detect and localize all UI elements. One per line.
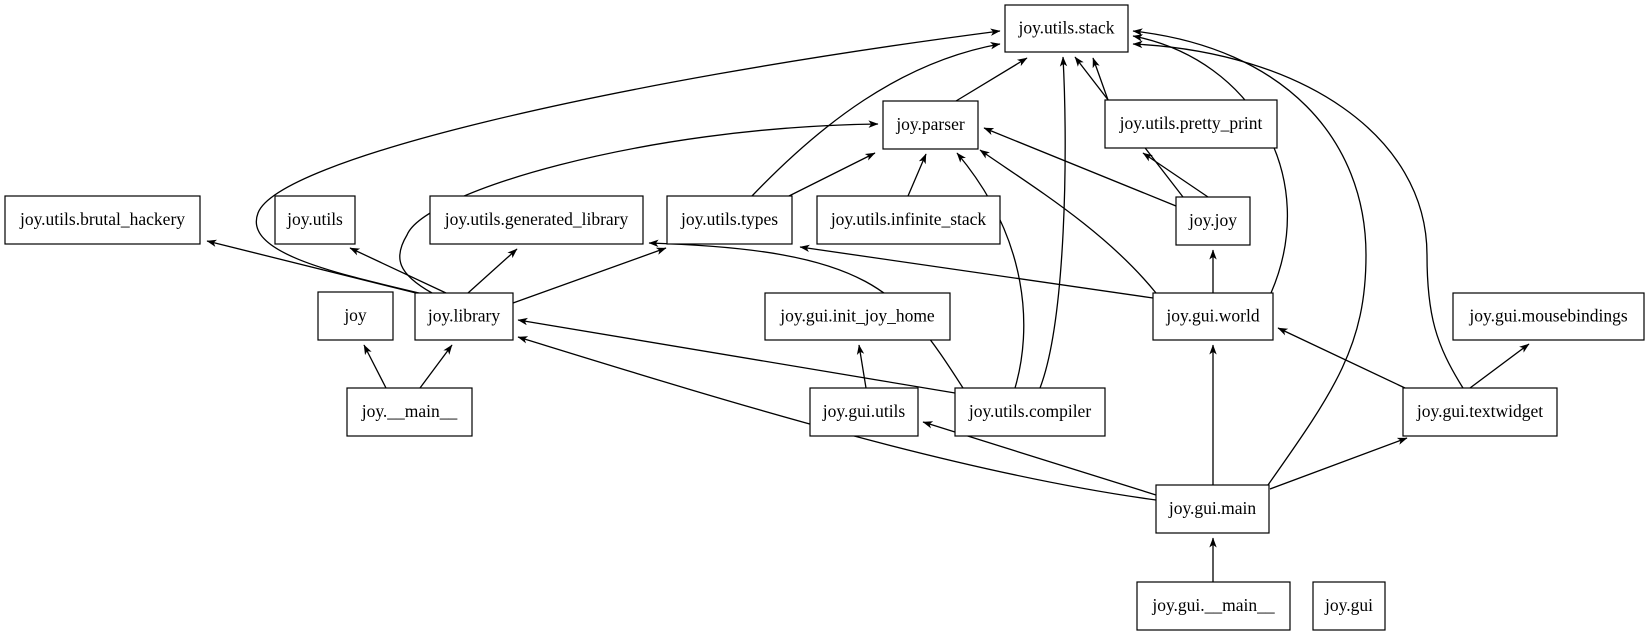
node-label-joy_gui_main: joy.gui.main (1168, 498, 1257, 518)
node-label-joy_utils_infinite_stack: joy.utils.infinite_stack (830, 209, 987, 229)
edge-joy_library-to-joy_utils_stack (255, 28, 1001, 294)
node-joy___main__: joy.__main__ (346, 387, 473, 437)
edge-joy_utils_compiler-to-joy_utils_stack (1039, 56, 1068, 389)
node-box-joy_utils_types (666, 195, 793, 245)
node-box-joy (317, 291, 394, 341)
node-box-joy_gui_main (1155, 484, 1270, 534)
node-box-joy_gui_init_joy_home (764, 292, 951, 341)
node-box-joy___main__ (346, 387, 473, 437)
edge-joy_utils_infinite_stack-to-joy_parser (907, 153, 927, 197)
node-box-joy_parser (882, 100, 979, 150)
node-box-joy_utils_compiler (954, 387, 1106, 437)
node-box-joy_gui_utils (809, 387, 919, 437)
node-joy_gui_mousebindings: joy.gui.mousebindings (1452, 292, 1645, 341)
edge-joy_gui_main-to-joy_utils_stack (1132, 28, 1367, 486)
node-label-joy_utils_brutal_hackery: joy.utils.brutal_hackery (19, 209, 185, 229)
edge-joy_joy-to-joy_parser (983, 127, 1177, 207)
node-label-joy_utils_types: joy.utils.types (680, 209, 778, 229)
node-label-joy___main__: joy.__main__ (361, 401, 458, 421)
node-joy: joy (317, 291, 394, 341)
node-joy_utils_stack: joy.utils.stack (1004, 4, 1129, 53)
node-label-joy_library: joy.library (427, 306, 500, 326)
edge-joy_library-to-joy_utils_generated_library (467, 248, 518, 294)
node-joy_utils: joy.utils (274, 195, 356, 245)
node-label-joy_utils_compiler: joy.utils.compiler (968, 401, 1091, 421)
node-label-joy: joy (343, 305, 367, 325)
nodes-layer: joy.utils.stack joy.parser joy.utils.prett… (4, 4, 1645, 631)
node-joy_utils_infinite_stack: joy.utils.infinite_stack (816, 195, 1001, 245)
edge-joy_joy-to-joy_utils_pretty_print (1142, 152, 1209, 198)
edge-joy_utils_compiler-to-joy_library (517, 317, 956, 394)
node-box-joy_library (414, 292, 514, 341)
node-joy_utils_types: joy.utils.types (666, 195, 793, 245)
edge-joy_gui_world-to-joy_utils_types (799, 244, 1154, 299)
edge-joy_utils_types-to-joy_parser (788, 152, 876, 197)
node-joy_utils_brutal_hackery: joy.utils.brutal_hackery (4, 195, 201, 245)
node-box-joy_utils_stack (1004, 4, 1129, 53)
node-box-joy_gui___main__ (1136, 581, 1291, 631)
node-label-joy_gui_init_joy_home: joy.gui.init_joy_home (779, 306, 935, 326)
node-box-joy_utils_pretty_print (1104, 99, 1278, 149)
node-label-joy_gui_textwidget: joy.gui.textwidget (1416, 401, 1543, 421)
edge-joy_gui_utils-to-joy_gui_init_joy_home (856, 344, 867, 389)
edge-joy_library-to-joy_utils (349, 247, 447, 294)
edge-joy_gui_main-to-joy_gui_textwidget (1269, 437, 1408, 490)
edge-joy_utils_pretty_print-to-joy_utils_stack (1092, 57, 1109, 101)
node-box-joy_gui_world (1152, 292, 1274, 341)
node-label-joy_gui___main__: joy.gui.__main__ (1151, 595, 1275, 615)
node-label-joy_parser: joy.parser (895, 114, 965, 134)
edge-joy___main__-to-joy_library (419, 344, 453, 389)
node-joy_library: joy.library (414, 292, 514, 341)
node-box-joy_joy (1175, 196, 1251, 246)
node-joy_gui___main__: joy.gui.__main__ (1136, 581, 1291, 631)
node-label-joy_gui_mousebindings: joy.gui.mousebindings (1468, 306, 1628, 326)
node-box-joy_utils (274, 195, 356, 245)
edge-joy___main__-to-joy (363, 344, 387, 389)
edge-joy_library-to-joy_utils_types (512, 247, 667, 304)
edge-joy_utils_compiler-to-joy_parser (956, 152, 1025, 389)
node-joy_utils_pretty_print: joy.utils.pretty_print (1104, 99, 1278, 149)
node-joy_gui: joy.gui (1312, 581, 1386, 631)
node-joy_gui_main: joy.gui.main (1155, 484, 1270, 534)
node-label-joy_utils_pretty_print: joy.utils.pretty_print (1119, 113, 1263, 133)
node-joy_utils_generated_library: joy.utils.generated_library (429, 195, 644, 245)
node-joy_gui_init_joy_home: joy.gui.init_joy_home (764, 292, 951, 341)
node-label-joy_gui: joy.gui (1324, 595, 1373, 615)
node-joy_parser: joy.parser (882, 100, 979, 150)
node-box-joy_gui_textwidget (1402, 387, 1558, 437)
edge-joy_gui_textwidget-to-joy_utils_stack (1132, 40, 1464, 389)
node-box-joy_utils_infinite_stack (816, 195, 1001, 245)
node-label-joy_utils_stack: joy.utils.stack (1017, 18, 1114, 38)
node-joy_utils_compiler: joy.utils.compiler (954, 387, 1106, 437)
node-label-joy_utils_generated_library: joy.utils.generated_library (444, 209, 629, 229)
node-label-joy_utils: joy.utils (286, 209, 343, 229)
node-label-joy_joy: joy.joy (1188, 210, 1237, 230)
node-joy_gui_textwidget: joy.gui.textwidget (1402, 387, 1558, 437)
node-joy_gui_world: joy.gui.world (1152, 292, 1274, 341)
node-label-joy_gui_world: joy.gui.world (1165, 306, 1259, 326)
edge-joy_utils_compiler-to-joy_utils_generated_library (648, 239, 964, 389)
edge-joy_gui_textwidget-to-joy_gui_world (1277, 327, 1406, 389)
edge-joy_gui_world-to-joy_parser (979, 149, 1157, 294)
node-joy_joy: joy.joy (1175, 196, 1251, 246)
node-box-joy_gui (1312, 581, 1386, 631)
edge-joy_utils_types-to-joy_utils_stack (751, 42, 1001, 197)
node-box-joy_utils_brutal_hackery (4, 195, 201, 245)
node-label-joy_gui_utils: joy.gui.utils (822, 401, 906, 421)
node-box-joy_utils_generated_library (429, 195, 644, 245)
edge-joy_gui_world-to-joy_utils_stack (1132, 34, 1288, 294)
node-box-joy_gui_mousebindings (1452, 292, 1645, 341)
node-joy_gui_utils: joy.gui.utils (809, 387, 919, 437)
edge-joy_gui_textwidget-to-joy_gui_mousebindings (1469, 343, 1530, 389)
edge-joy_parser-to-joy_utils_stack (955, 57, 1028, 102)
